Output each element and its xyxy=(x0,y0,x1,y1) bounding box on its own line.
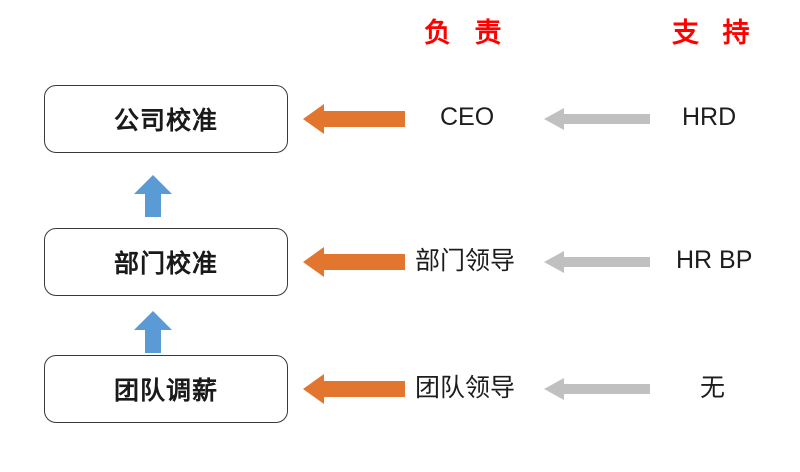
column-header-support: 支 持 xyxy=(672,18,758,48)
stage-label: 公司校准 xyxy=(113,107,218,135)
support-arrow-left-icon xyxy=(543,374,651,404)
support-role-department: HR BP xyxy=(676,246,753,274)
responsible-arrow-left-icon xyxy=(302,102,406,136)
escalation-arrow-up-icon xyxy=(133,310,173,354)
responsible-arrow-left-icon xyxy=(302,245,406,279)
escalation-arrow-up-icon xyxy=(133,174,173,218)
responsible-role-team: 团队领导 xyxy=(415,373,516,402)
stage-box-department[interactable]: 部门校准 xyxy=(44,228,288,296)
support-role-team: 无 xyxy=(700,373,726,402)
stage-label: 部门校准 xyxy=(113,250,218,278)
stage-label: 团队调薪 xyxy=(113,377,218,405)
support-arrow-left-icon xyxy=(543,104,651,134)
stage-box-team[interactable]: 团队调薪 xyxy=(44,355,288,423)
stage-box-company[interactable]: 公司校准 xyxy=(44,85,288,153)
responsible-role-company: CEO xyxy=(440,103,495,131)
column-header-responsible: 负 责 xyxy=(424,18,510,48)
support-arrow-left-icon xyxy=(543,247,651,277)
responsible-role-department: 部门领导 xyxy=(415,246,516,275)
responsible-arrow-left-icon xyxy=(302,372,406,406)
support-role-company: HRD xyxy=(682,103,737,131)
